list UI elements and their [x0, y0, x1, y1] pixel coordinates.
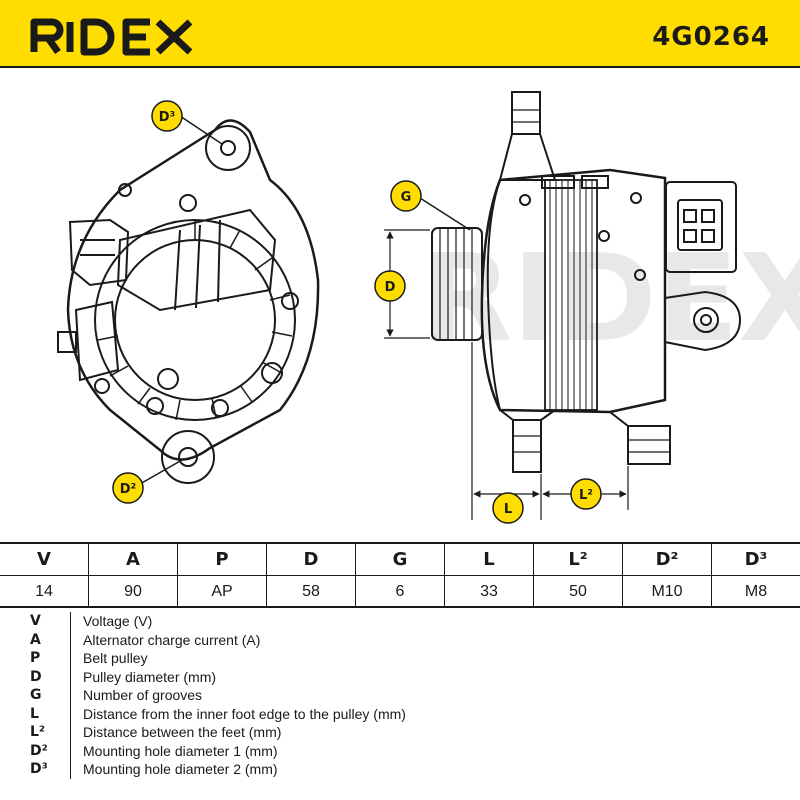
legend-item: G Number of grooves: [0, 686, 800, 705]
legend-key: V: [30, 613, 41, 630]
legend-key: D: [30, 668, 42, 685]
spec-value-cell: 90: [89, 576, 178, 608]
spec-value-cell: 14: [0, 576, 89, 608]
legend-item: L Distance from the inner foot edge to t…: [0, 704, 800, 723]
legend-key: G: [30, 687, 42, 704]
legend-item: D² Mounting hole diameter 1 (mm): [0, 741, 800, 760]
spec-value-cell: 6: [356, 576, 445, 608]
spec-header-cell: D: [267, 544, 356, 575]
alternator-drawing: RIDEX: [57, 91, 800, 524]
spec-value-cell: 50: [534, 576, 623, 608]
legend-text: Belt pulley: [83, 650, 148, 667]
legend-item: A Alternator charge current (A): [0, 630, 800, 649]
spec-header-cell: L²: [534, 544, 623, 575]
spec-header-row: V A P D G L L² D² D³: [0, 544, 800, 576]
alternator-front-view: [57, 119, 320, 484]
callout-d: D: [374, 270, 406, 302]
spec-header-cell: P: [178, 544, 267, 575]
legend-text: Mounting hole diameter 2 (mm): [83, 761, 278, 778]
legend-text: Distance from the inner foot edge to the…: [83, 705, 406, 722]
ridex-logo: [30, 18, 193, 56]
legend-text: Alternator charge current (A): [83, 631, 261, 648]
callout-d3: D³: [151, 100, 223, 145]
legend-item: L² Distance between the feet (mm): [0, 723, 800, 742]
header-bar: 4G0264: [0, 0, 800, 68]
svg-text:G: G: [401, 190, 412, 205]
spec-header-cell: D²: [623, 544, 712, 575]
legend-key: A: [30, 631, 41, 648]
callout-l2: L²: [570, 478, 602, 510]
spec-header-cell: D³: [744, 549, 768, 570]
svg-text:D: D: [385, 280, 396, 295]
legend-text: Mounting hole diameter 1 (mm): [83, 742, 278, 759]
legend-key: L: [30, 705, 39, 722]
legend-key: P: [30, 650, 41, 667]
legend-item: V Voltage (V): [0, 612, 800, 631]
legend-text: Distance between the feet (mm): [83, 724, 282, 741]
spec-value-cell: 58: [267, 576, 356, 608]
spec-value-cell: AP: [178, 576, 267, 608]
legend-item: D Pulley diameter (mm): [0, 667, 800, 686]
callout-l: L: [492, 492, 524, 524]
alternator-side-view: [431, 91, 742, 473]
legend-item: P Belt pulley: [0, 649, 800, 668]
spec-value-cell: M10: [623, 576, 712, 608]
legend-item: D³ Mounting hole diameter 2 (mm): [0, 760, 800, 779]
legend-key: D³: [30, 761, 48, 778]
svg-text:D³: D³: [159, 110, 176, 125]
part-number: 4G0264: [652, 22, 770, 52]
callout-g: G: [390, 180, 471, 231]
legend-text: Number of grooves: [83, 687, 203, 704]
spec-value-cell: M8: [744, 583, 768, 600]
spec-value-cell: 33: [445, 576, 534, 608]
legend-text: Voltage (V): [83, 613, 153, 630]
svg-text:L²: L²: [579, 488, 593, 503]
legend: V Voltage (V) A Alternator charge curren…: [0, 612, 800, 794]
legend-text: Pulley diameter (mm): [83, 668, 217, 685]
svg-text:D²: D²: [120, 482, 137, 497]
svg-text:L: L: [504, 502, 512, 517]
watermark: RIDEX: [420, 230, 800, 369]
spec-table: V A P D G L L² D² D³ 14 90 AP 58 6 33 50…: [0, 542, 800, 608]
legend-key: L²: [30, 724, 46, 741]
spec-header-cell: A: [89, 544, 178, 575]
spec-header-cell: L: [445, 544, 534, 575]
callout-d2: D²: [112, 459, 183, 504]
legend-key: D²: [30, 742, 48, 759]
spec-value-row: 14 90 AP 58 6 33 50 M10 M8: [0, 576, 800, 608]
spec-header-cell: G: [356, 544, 445, 575]
spec-header-cell: V: [0, 544, 89, 575]
